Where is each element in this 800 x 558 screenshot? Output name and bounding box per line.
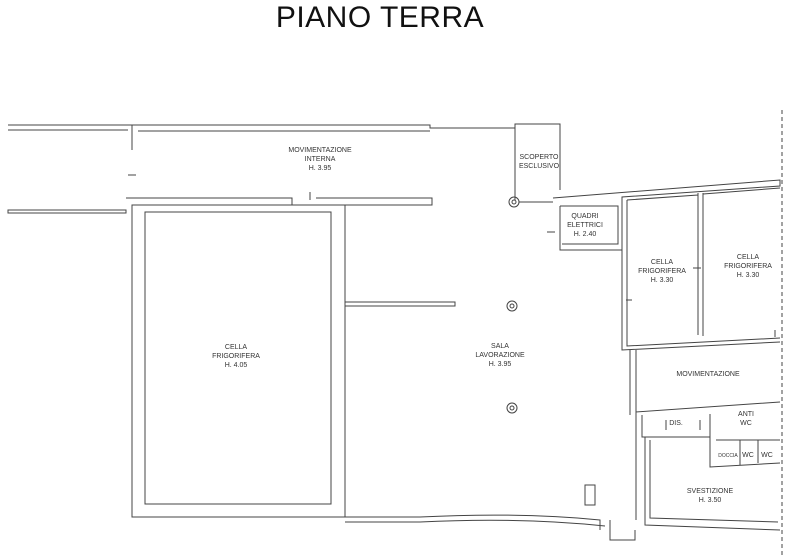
room-label-dis: DIS. xyxy=(669,420,683,427)
wall-services xyxy=(641,414,781,468)
wall-left-ext xyxy=(7,209,127,214)
column xyxy=(506,402,518,414)
room-label-movimentazione: MOVIMENTAZIONE xyxy=(676,371,740,378)
wall-partition xyxy=(345,301,456,307)
wall-svestizione xyxy=(644,437,781,531)
wall-top xyxy=(8,123,561,200)
room-label-wc-2: WC xyxy=(761,452,773,459)
room-label-doccia: DOCCIA xyxy=(718,453,738,459)
wall-bottom xyxy=(132,514,606,530)
wall-cella-main-inner xyxy=(144,211,332,505)
plan-title: PIANO TERRA xyxy=(275,1,485,34)
wall-mov-int xyxy=(126,197,433,206)
wall-mov xyxy=(629,350,781,520)
wall-celle xyxy=(621,187,781,351)
column xyxy=(508,196,520,208)
room-label-wc-1: WC xyxy=(742,452,754,459)
door-marks xyxy=(128,174,776,430)
wall-east-lower xyxy=(584,484,636,541)
column xyxy=(506,300,518,312)
